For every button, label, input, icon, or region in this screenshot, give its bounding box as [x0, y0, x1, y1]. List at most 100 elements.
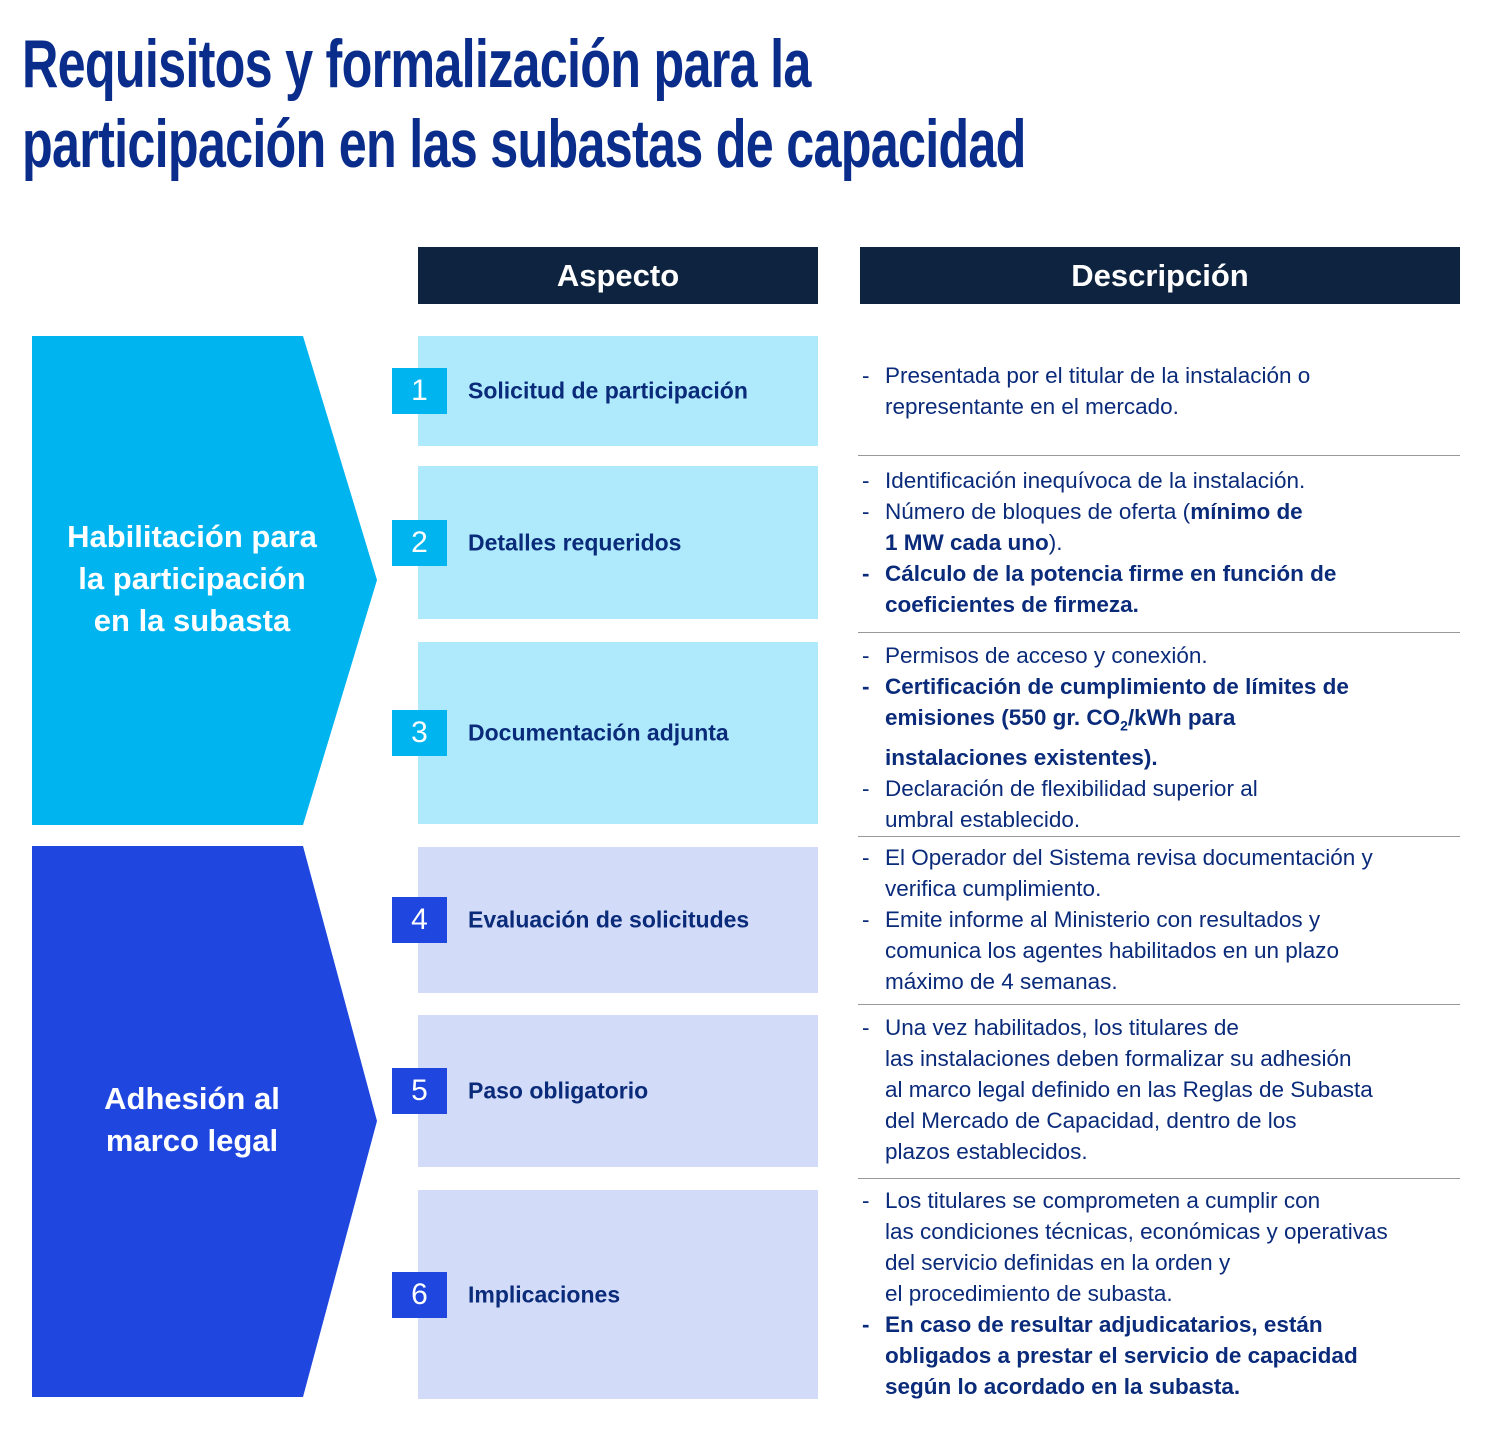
description-line: -Una vez habilitados, los titulares de: [862, 1012, 1460, 1043]
description-line: 1 MW cada uno).: [862, 527, 1460, 558]
row-divider: [858, 455, 1460, 456]
row-divider: [858, 836, 1460, 837]
bullet-dash: -: [862, 561, 870, 586]
aspect-cell: Paso obligatorio: [418, 1015, 818, 1167]
description-item: -Declaración de flexibilidad superior al…: [862, 773, 1460, 835]
description-item: -Permisos de acceso y conexión.: [862, 640, 1460, 671]
text-segment: comunica los agentes habilitados en un p…: [885, 938, 1340, 963]
phase-label: Habilitación para la participación en la…: [32, 516, 352, 642]
description-list: -Permisos de acceso y conexión.-Certific…: [862, 640, 1460, 835]
phase-chevron-adhesion: Adhesión al marco legal: [32, 846, 378, 1397]
step-number-badge: 3: [392, 710, 447, 756]
text-segment: plazos establecidos.: [885, 1139, 1088, 1164]
description-line: -En caso de resultar adjudicatarios, est…: [862, 1309, 1460, 1340]
phase-label-line: marco legal: [105, 1123, 279, 1158]
description-line: -Emite informe al Ministerio con resulta…: [862, 904, 1460, 935]
aspect-cell: Documentación adjunta: [418, 642, 818, 824]
row-divider: [858, 1178, 1460, 1179]
description-item: -Identificación inequívoca de la instala…: [862, 465, 1460, 496]
bullet-dash: -: [862, 674, 870, 699]
description-line: las condiciones técnicas, económicas y o…: [862, 1216, 1460, 1247]
aspect-label: Documentación adjunta: [468, 719, 729, 746]
description-item: -Certificación de cumplimiento de límite…: [862, 671, 1460, 773]
header-aspect: Aspecto: [418, 247, 818, 304]
text-segment: instalaciones existentes).: [885, 744, 1158, 770]
description-line: según lo acordado en la subasta.: [862, 1371, 1460, 1402]
bullet-dash: -: [862, 499, 870, 524]
description-item: -Presentada por el titular de la instala…: [862, 360, 1460, 422]
text-segment: Certificación de cumplimiento de límites…: [885, 674, 1349, 699]
description-line: del Mercado de Capacidad, dentro de los: [862, 1105, 1460, 1136]
phase-label-line: Adhesión al: [104, 1081, 280, 1116]
text-segment: Emite informe al Ministerio con resultad…: [885, 907, 1321, 932]
description-line: -Certificación de cumplimiento de límite…: [862, 671, 1460, 702]
description-line: instalaciones existentes).: [862, 742, 1460, 773]
step-number-badge: 5: [392, 1068, 447, 1114]
description-line: -Identificación inequívoca de la instala…: [862, 465, 1460, 496]
description-line: coeficientes de firmeza.: [862, 589, 1460, 620]
text-segment: representante en el mercado.: [885, 394, 1179, 419]
text-segment: Permisos de acceso y conexión.: [885, 643, 1208, 668]
text-segment: /kWh para: [1127, 705, 1236, 730]
step-number-badge: 6: [392, 1271, 447, 1318]
description-line: -Cálculo de la potencia firme en función…: [862, 558, 1460, 589]
description-line: las instalaciones deben formalizar su ad…: [862, 1043, 1460, 1074]
bullet-dash: -: [862, 643, 870, 668]
text-segment: coeficientes de firmeza.: [885, 592, 1139, 617]
row-divider: [858, 632, 1460, 633]
aspect-label: Detalles requeridos: [468, 529, 682, 555]
step-number-badge: 1: [392, 368, 447, 414]
description-list: -Los titulares se comprometen a cumplir …: [862, 1185, 1460, 1402]
phase-chevron-habilitacion: Habilitación para la participación en la…: [32, 336, 378, 825]
text-segment: Presentada por el titular de la instalac…: [885, 363, 1311, 388]
description-item: -Cálculo de la potencia firme en función…: [862, 558, 1460, 620]
bullet-dash: -: [862, 363, 870, 388]
aspect-label: Evaluación de solicitudes: [468, 906, 750, 933]
aspect-label: Implicaciones: [468, 1281, 621, 1307]
description-line: comunica los agentes habilitados en un p…: [862, 935, 1460, 966]
description-item: -El Operador del Sistema revisa document…: [862, 842, 1460, 904]
description-line: verifica cumplimiento.: [862, 873, 1460, 904]
bullet-dash: -: [862, 468, 870, 493]
text-segment: verifica cumplimiento.: [885, 876, 1102, 901]
text-segment: máximo de 4 semanas.: [885, 969, 1118, 994]
text-segment: Cálculo de la potencia firme en función …: [885, 561, 1337, 586]
header-description: Descripción: [860, 247, 1460, 304]
text-segment: obligados a prestar el servicio de capac…: [885, 1343, 1358, 1368]
description-item: -Los titulares se comprometen a cumplir …: [862, 1185, 1460, 1309]
aspect-label: Solicitud de participación: [468, 377, 748, 404]
aspect-cell: Detalles requeridos: [418, 466, 818, 619]
bullet-dash: -: [862, 1188, 870, 1213]
aspect-cell: Implicaciones: [418, 1190, 818, 1399]
aspect-cell: Solicitud de participación: [418, 336, 818, 446]
text-segment: del servicio definidas en la orden y: [885, 1250, 1231, 1275]
text-segment: Identificación inequívoca de la instalac…: [885, 468, 1306, 493]
text-segment: 1 MW cada uno: [885, 530, 1049, 555]
bullet-dash: -: [862, 1015, 870, 1040]
step-number-badge: 2: [392, 519, 447, 566]
text-segment: ).: [1048, 530, 1063, 555]
aspect-cell: Evaluación de solicitudes: [418, 847, 818, 993]
phase-label: Adhesión al marco legal: [32, 1078, 352, 1162]
bullet-dash: -: [862, 1312, 870, 1337]
description-line: plazos establecidos.: [862, 1136, 1460, 1167]
description-line: el procedimiento de subasta.: [862, 1278, 1460, 1309]
text-segment: umbral establecido.: [885, 806, 1081, 832]
phase-label-line: la participación: [78, 561, 306, 596]
row-divider: [858, 1004, 1460, 1005]
description-list: -Identificación inequívoca de la instala…: [862, 465, 1460, 620]
description-line: máximo de 4 semanas.: [862, 966, 1460, 997]
description-line: al marco legal definido en las Reglas de…: [862, 1074, 1460, 1105]
bullet-dash: -: [862, 907, 870, 932]
text-segment: al marco legal definido en las Reglas de…: [885, 1077, 1373, 1102]
description-line: obligados a prestar el servicio de capac…: [862, 1340, 1460, 1371]
text-segment: según lo acordado en la subasta.: [885, 1374, 1241, 1399]
description-item: -En caso de resultar adjudicatarios, est…: [862, 1309, 1460, 1402]
text-segment: En caso de resultar adjudicatarios, está…: [885, 1312, 1323, 1337]
text-segment: Número de bloques de oferta (: [885, 499, 1191, 524]
description-line: del servicio definidas en la orden y: [862, 1247, 1460, 1278]
text-segment: Los titulares se comprometen a cumplir c…: [885, 1188, 1321, 1213]
